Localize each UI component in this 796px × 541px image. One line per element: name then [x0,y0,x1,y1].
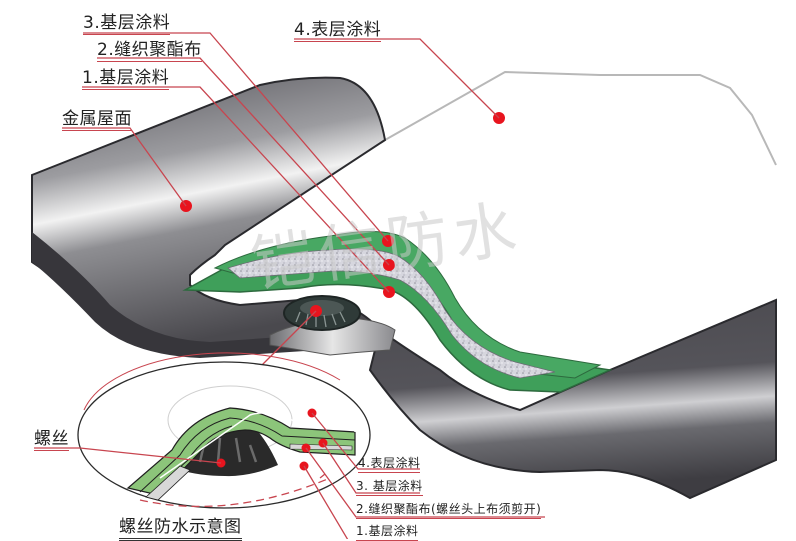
inset-title: 螺丝防水示意图 [119,512,242,541]
label-layer3-base-coating: 3.基层涂料 [83,8,171,35]
label-layer4-surface-coating: 4.表层涂料 [294,15,382,42]
surface-coating-outline [204,70,777,251]
label-layer2-polyester-fabric: 2.缝织聚酯布 [97,35,202,62]
leader-lines [62,32,500,366]
inset-label-layer3: 3. 基层涂料 [356,477,423,496]
polyester-fabric [227,248,556,379]
label-metal-roof: 金属屋面 [62,104,132,131]
metal-roof-right [368,298,777,500]
label-layer1-base-coating: 1.基层涂料 [82,63,170,90]
inset-label-layer4: 4.表层涂料 [358,454,421,473]
inset-label-layer1: 1.基层涂料 [356,522,419,541]
label-screw: 螺丝 [34,424,69,451]
inset-label-layer2: 2.缝织聚酯布(螺丝头上布须剪开) [356,500,542,519]
